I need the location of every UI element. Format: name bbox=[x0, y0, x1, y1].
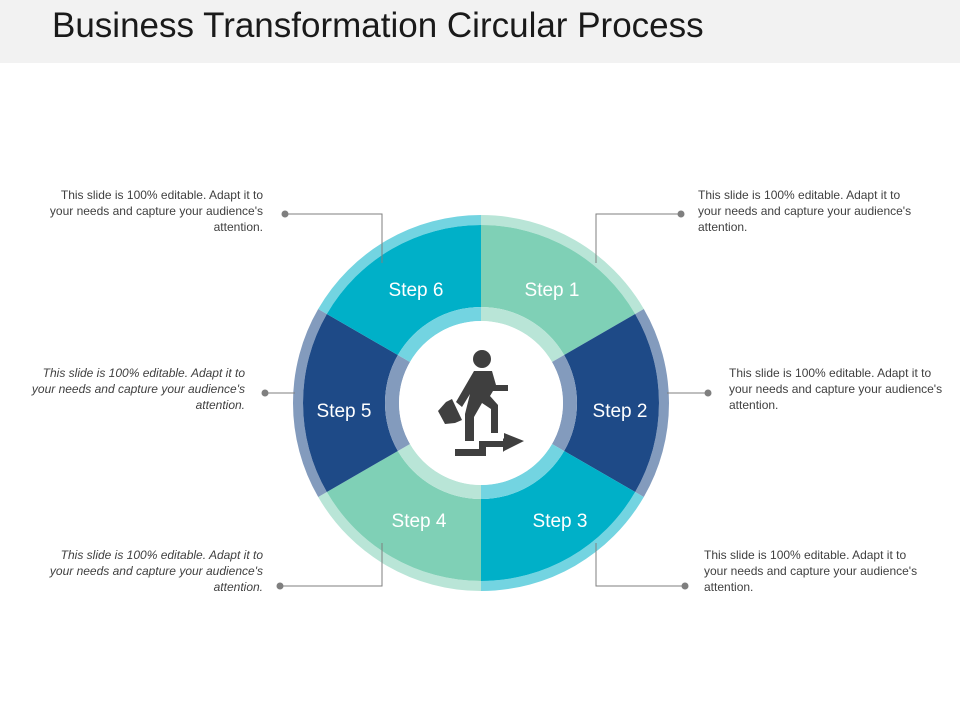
step-label-4: Step 4 bbox=[392, 511, 447, 532]
inner-ring bbox=[385, 307, 577, 499]
inner-ring-segment-3 bbox=[481, 444, 565, 499]
connector-step6 bbox=[285, 213, 383, 263]
connectors bbox=[265, 213, 708, 587]
page-title: Business Transformation Circular Process bbox=[52, 6, 704, 45]
connector-dot-step5 bbox=[261, 389, 269, 397]
step-segment-4 bbox=[326, 451, 481, 581]
step3-description: This slide is 100% editable. Adapt it to… bbox=[704, 548, 918, 594]
step4-description: This slide is 100% editable. Adapt it to… bbox=[49, 548, 263, 594]
step2-description: This slide is 100% editable. Adapt it to… bbox=[729, 366, 943, 412]
step1-description: This slide is 100% editable. Adapt it to… bbox=[698, 188, 912, 234]
step5-description: This slide is 100% editable. Adapt it to… bbox=[31, 366, 245, 412]
step6-description: This slide is 100% editable. Adapt it to… bbox=[49, 188, 263, 234]
connector-step1 bbox=[595, 213, 681, 263]
connector-step3 bbox=[595, 543, 685, 587]
step-segment-3 bbox=[481, 451, 636, 581]
step-segment-5 bbox=[302, 314, 398, 492]
step-label-6: Step 6 bbox=[389, 280, 444, 301]
step-segment-1 bbox=[481, 225, 636, 355]
inner-ring-segment-5 bbox=[385, 355, 410, 451]
connector-dots bbox=[261, 210, 712, 590]
step-segment-2 bbox=[564, 314, 659, 492]
outer-ring-segment-5 bbox=[293, 309, 327, 497]
connector-dot-step4 bbox=[276, 582, 284, 590]
step-segments bbox=[302, 225, 659, 581]
connector-dot-step6 bbox=[281, 210, 289, 218]
step-segment-6 bbox=[326, 225, 481, 355]
outer-ring-segment-4 bbox=[318, 492, 481, 591]
inner-ring-segment-6 bbox=[397, 307, 481, 362]
outer-ring-segment-6 bbox=[318, 215, 481, 314]
step-label-2: Step 2 bbox=[593, 401, 648, 422]
connector-dot-step3 bbox=[681, 582, 689, 590]
connector-dot-step2 bbox=[704, 389, 712, 397]
outer-ring bbox=[293, 215, 669, 591]
inner-ring-segment-2 bbox=[552, 355, 577, 451]
step-label-5: Step 5 bbox=[317, 401, 372, 422]
step-label-1: Step 1 bbox=[525, 280, 580, 301]
outer-ring-segment-2 bbox=[635, 309, 669, 497]
connector-dot-step1 bbox=[677, 210, 685, 218]
businessman-climbing-stairs-icon bbox=[438, 350, 524, 456]
outer-ring-segment-3 bbox=[481, 492, 644, 591]
inner-ring-segment-4 bbox=[397, 444, 481, 499]
title-bar bbox=[0, 0, 960, 63]
connector-step4 bbox=[280, 543, 383, 587]
outer-ring-segment-1 bbox=[481, 215, 644, 314]
step-label-3: Step 3 bbox=[533, 511, 588, 532]
inner-ring-segment-1 bbox=[481, 307, 565, 362]
